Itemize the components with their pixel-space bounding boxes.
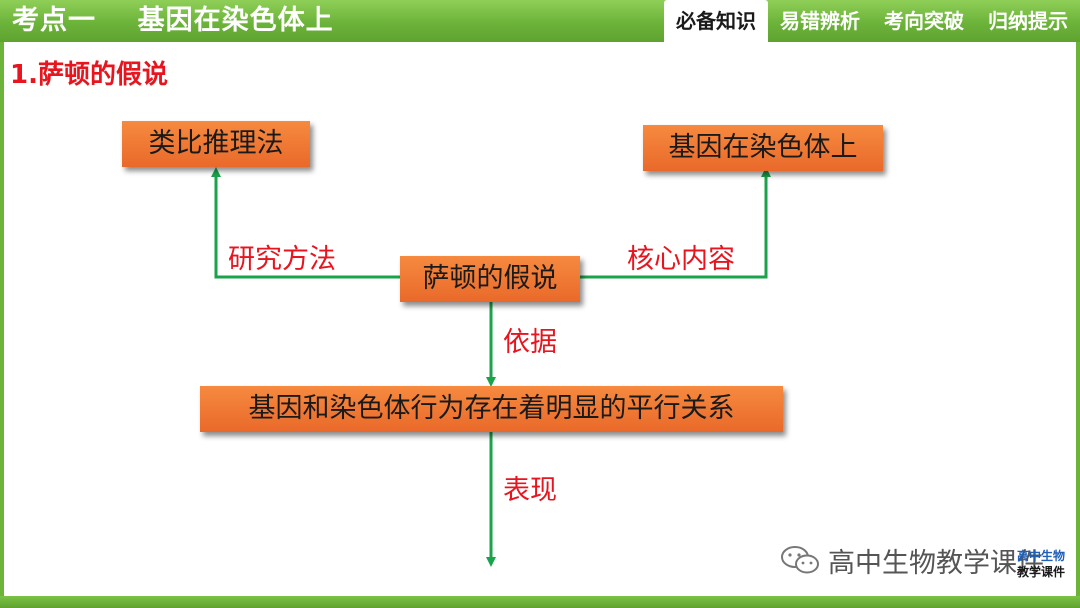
label-basis: 依据 <box>503 327 557 358</box>
node-genes-on-chromosomes: 基因在染色体上 <box>643 125 883 171</box>
label-manifestation: 表现 <box>503 475 557 506</box>
arrow-to-core-content <box>580 167 771 279</box>
node-sutton-hypothesis: 萨顿的假说 <box>400 256 580 302</box>
channel-logo: 高中生物 教学课件 <box>1006 548 1076 592</box>
logo-bottom-text: 教学课件 <box>1016 565 1065 579</box>
tab-bar: 必备知识 易错辨析 考向突破 归纳提示 <box>664 0 1080 42</box>
node-analogy-reasoning: 类比推理法 <box>122 121 310 167</box>
slide-frame <box>0 42 1080 596</box>
wechat-watermark: 高中生物教学课件 <box>780 540 1044 580</box>
footer-bar <box>0 596 1080 608</box>
tab-summary[interactable]: 归纳提示 <box>988 9 1068 33</box>
wechat-icon <box>781 546 819 574</box>
node-parallel-behavior: 基因和染色体行为存在着明显的平行关系 <box>200 386 783 432</box>
section-title: 1.萨顿的假说 <box>10 60 168 90</box>
logo-top-text: 高中生物 <box>1016 549 1065 563</box>
watermark-text: 高中生物教学课件 <box>828 547 1044 579</box>
tab-error-prone[interactable]: 易错辨析 <box>780 9 860 33</box>
page-title: 考点一 基因在染色体上 <box>12 5 334 36</box>
arrow-to-method <box>211 167 400 279</box>
label-research-method: 研究方法 <box>228 244 336 275</box>
header-bar: 考点一 基因在染色体上 必备知识 易错辨析 考向突破 归纳提示 <box>0 0 1080 42</box>
tab-exam-focus[interactable]: 考向突破 <box>884 9 964 33</box>
tab-essential-knowledge[interactable]: 必备知识 <box>664 0 768 42</box>
label-core-content: 核心内容 <box>627 244 735 275</box>
